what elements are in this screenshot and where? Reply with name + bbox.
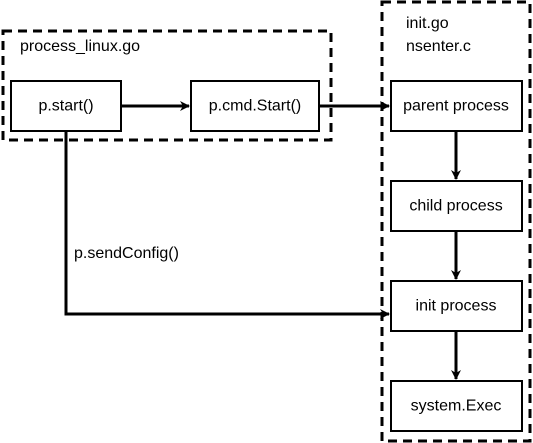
group-init-title: init.go <box>406 15 449 32</box>
group-nsenter-title: nsenter.c <box>406 38 471 55</box>
node-parent-process-label: parent process <box>403 98 509 115</box>
node-p-cmd-start-label: p.cmd.Start() <box>209 98 301 115</box>
node-parent-process-box <box>390 80 523 132</box>
node-child-process-label: child process <box>409 198 502 215</box>
group-init-nsenter <box>380 0 532 443</box>
node-init-process-label: init process <box>416 298 497 315</box>
edge-send-config-label: p.sendConfig() <box>74 245 179 262</box>
node-p-cmd-start-box <box>190 80 320 132</box>
group-process-linux-title: process_linux.go <box>20 38 140 55</box>
node-child-process-box <box>390 180 523 232</box>
node-system-exec-box <box>390 380 523 432</box>
node-system-exec-label: system.Exec <box>411 398 502 415</box>
group-process-linux <box>1 29 333 142</box>
node-p-start-label: p.start() <box>38 98 93 115</box>
edge-p-start-to-init-process <box>64 131 390 319</box>
